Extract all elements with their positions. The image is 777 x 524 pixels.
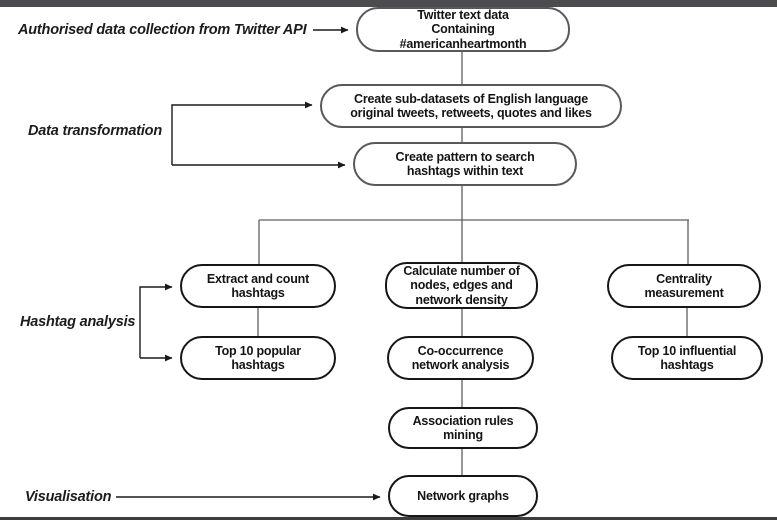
node-create-pattern: Create pattern to search hashtags within… (353, 142, 577, 186)
node-twitter-text-data: Twitter text data Containing #americanhe… (356, 7, 570, 52)
arrow-hashtag-to-extract (139, 283, 173, 358)
label-hashtag-analysis: Hashtag analysis (20, 314, 136, 330)
node-association-rules-mining: Association rules mining (388, 407, 538, 449)
node-top10-popular-hashtags: Top 10 popular hashtags (180, 336, 336, 380)
node-cooccurrence-network: Co-occurrence network analysis (387, 336, 534, 380)
node-network-graphs: Network graphs (388, 475, 538, 517)
arrow-transformation-to-subsets (171, 101, 313, 165)
node-top10-influential-hashtags: Top 10 influential hashtags (611, 336, 763, 380)
node-calculate-nodes-edges: Calculate number of nodes, edges and net… (385, 262, 538, 309)
label-visualisation: Visualisation (25, 489, 112, 505)
bottom-border-line (0, 517, 777, 520)
top-border-bar (0, 0, 777, 7)
node-centrality-measurement: Centrality measurement (607, 264, 761, 308)
node-extract-count-hashtags: Extract and count hashtags (180, 264, 336, 308)
node-create-subdatasets: Create sub-datasets of English language … (320, 84, 622, 128)
label-authorised-data-collection: Authorised data collection from Twitter … (18, 22, 307, 38)
label-data-transformation: Data transformation (28, 123, 162, 139)
